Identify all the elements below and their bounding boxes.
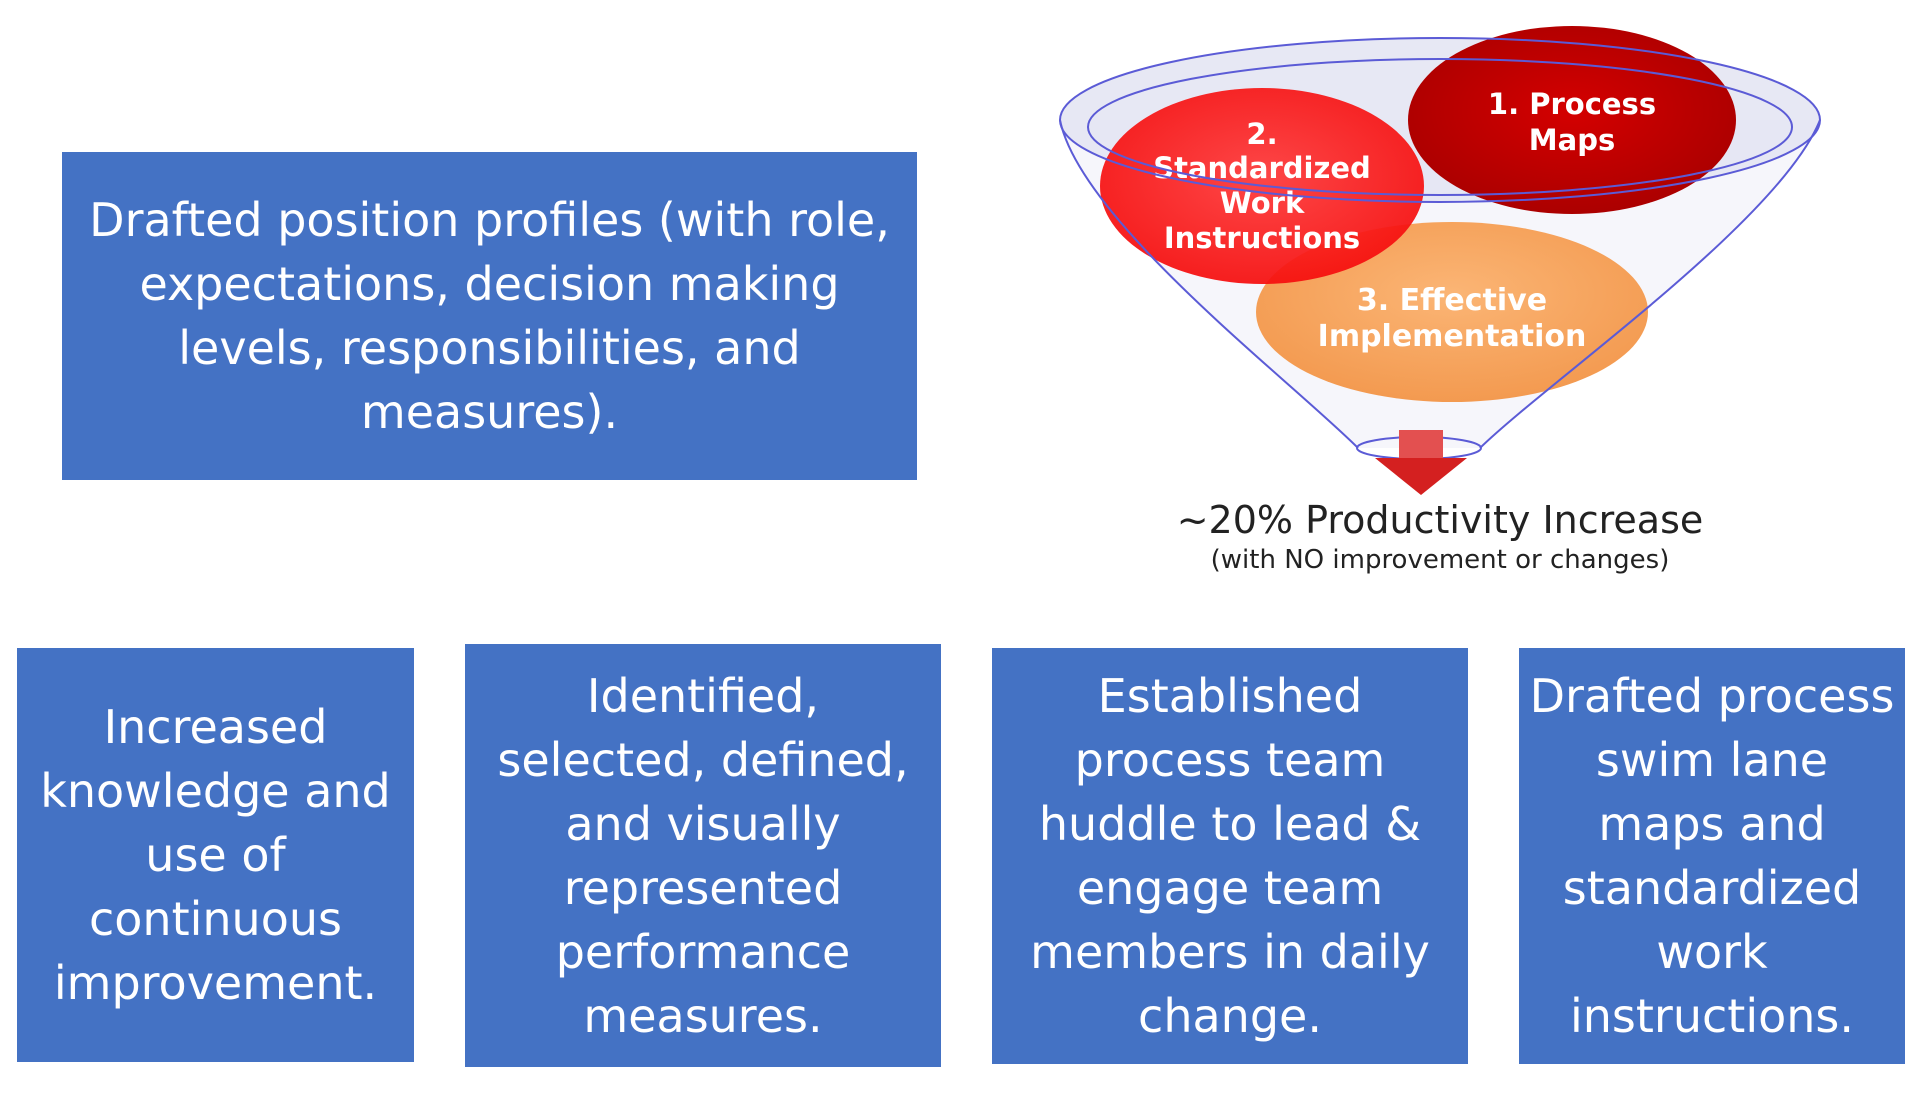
funnel-rim-inner [1087,58,1793,196]
team-huddle-text: Established process team huddle to lead … [1030,669,1430,1043]
swim-lane-maps-text: Drafted process swim lane maps and stand… [1529,669,1895,1043]
position-profiles-text: Drafted position profiles (with role, ex… [89,193,890,439]
process-maps-label-line1: 1. Process [1488,87,1656,121]
productivity-result-text: ~20% Productivity Increase [1177,498,1704,542]
performance-measures-box: Identified, selected, defined, and visua… [465,644,941,1067]
productivity-result-note: (with NO improvement or changes) [1211,545,1670,575]
standardized-work-label-line3: Work [1220,186,1305,220]
team-huddle-box: Established process team huddle to lead … [992,648,1468,1064]
standardized-work-label-line2: Standardized [1153,151,1371,185]
down-arrow-icon [1375,430,1467,495]
funnel-right-side [1479,119,1821,449]
standardized-work-label-line1: 2. [1246,117,1277,151]
continuous-improvement-box: Increased knowledge and use of continuou… [17,648,414,1062]
position-profiles-box: Drafted position profiles (with role, ex… [62,152,917,480]
productivity-funnel-diagram: 3. Effective Implementation 2. Standardi… [1059,26,1821,575]
performance-measures-text: Identified, selected, defined, and visua… [497,668,909,1043]
standardized-work-label-line4: Instructions [1164,221,1360,255]
funnel-left-side [1059,119,1359,449]
process-maps-label-line2: Maps [1529,123,1615,157]
swim-lane-maps-box: Drafted process swim lane maps and stand… [1519,648,1905,1064]
effective-implementation-label-line1: 3. Effective [1357,283,1547,318]
continuous-improvement-text: Increased knowledge and use of continuou… [40,700,391,1010]
effective-implementation-label-line2: Implementation [1318,319,1587,354]
effective-implementation-ellipse [1256,222,1648,402]
